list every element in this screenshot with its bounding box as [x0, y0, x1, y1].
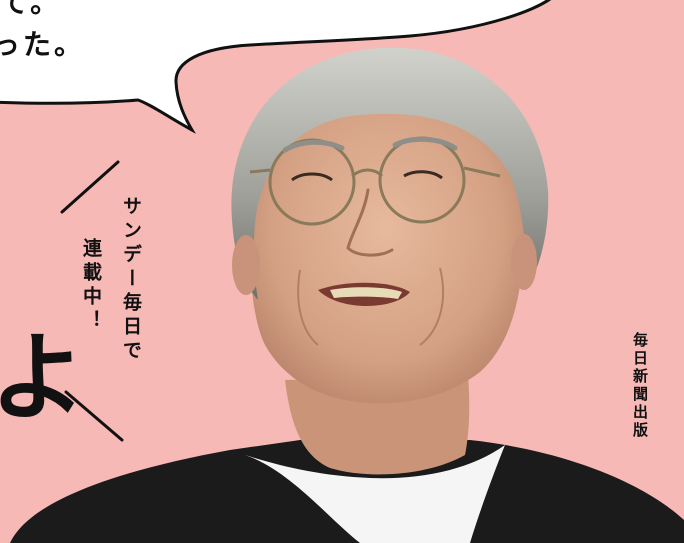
bubble-line-1: て。	[0, 0, 62, 19]
bubble-line-2: った。	[0, 28, 86, 61]
serial-notice-line-1: サンデー毎日で	[120, 196, 142, 364]
serial-notice-line-2: 連載中！	[80, 238, 102, 334]
publisher-name: 毎日新聞出版	[631, 332, 649, 440]
partial-headline-glyph: よ	[0, 322, 86, 434]
bubble-text: て。 った。	[0, 0, 85, 66]
